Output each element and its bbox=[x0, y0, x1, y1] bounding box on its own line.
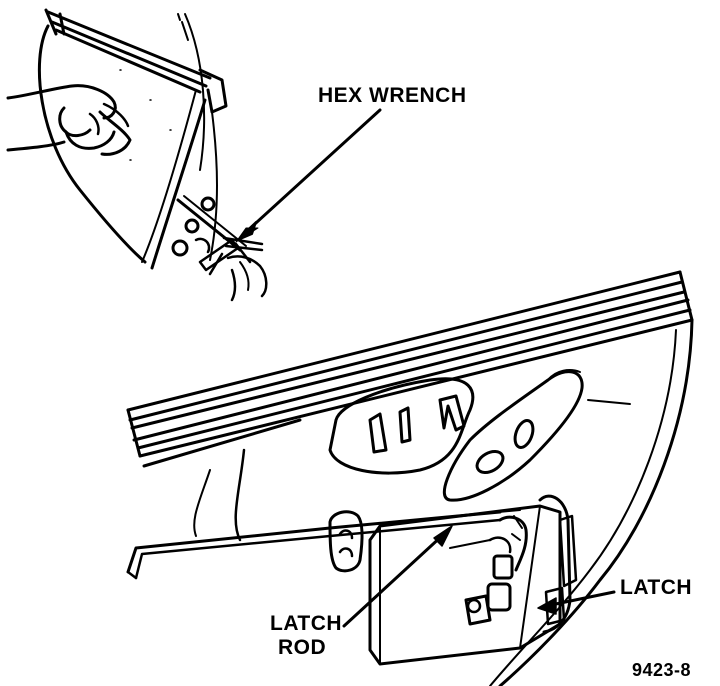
door-rear-edge bbox=[500, 320, 692, 686]
latch-plate bbox=[540, 496, 576, 632]
inset-door-edge bbox=[39, 26, 145, 262]
latch-mechanism bbox=[466, 516, 526, 624]
handle-hole-2 bbox=[473, 447, 506, 477]
inset-latch-bracket bbox=[173, 196, 262, 274]
inset-window-channel bbox=[48, 12, 210, 92]
handle-pocket bbox=[444, 372, 582, 501]
latch-rod-label-line1: LATCH bbox=[270, 612, 343, 635]
latch-rod bbox=[128, 510, 520, 578]
latch-rod-arrow bbox=[344, 526, 452, 626]
inset-door-view bbox=[8, 10, 266, 300]
latch-label: LATCH bbox=[620, 576, 693, 599]
access-hole bbox=[330, 379, 473, 473]
latch-arrow bbox=[538, 592, 614, 614]
inset-left-hand bbox=[8, 86, 130, 155]
hex-wrench-arrow bbox=[236, 110, 380, 242]
hex-wrench-label: HEX WRENCH bbox=[318, 84, 467, 107]
figure-number: 9423-8 bbox=[632, 660, 692, 680]
inset-right-hand bbox=[228, 256, 266, 300]
inner-panel-opening bbox=[236, 450, 244, 540]
latch-rod-label-line2: ROD bbox=[278, 636, 327, 659]
rod-clip bbox=[330, 512, 362, 571]
main-door-view bbox=[128, 272, 692, 686]
belt-molding bbox=[128, 272, 692, 466]
handle-hole-1 bbox=[512, 418, 537, 450]
